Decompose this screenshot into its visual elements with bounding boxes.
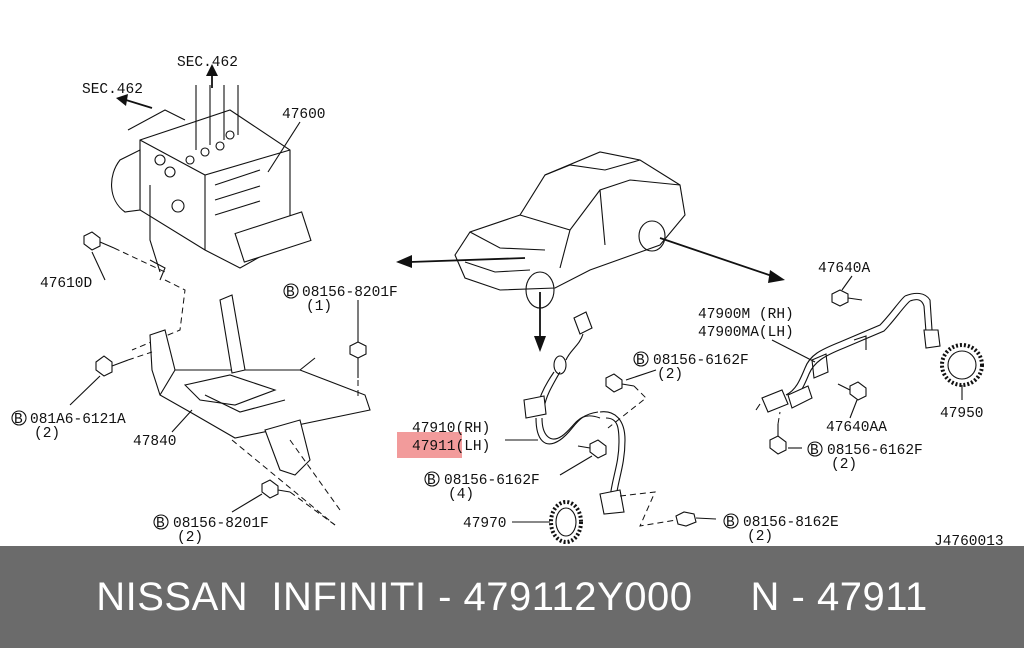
abs-actuator-47600 xyxy=(111,85,312,281)
bolt-47610d xyxy=(83,231,115,251)
bolt-08156-6162f-mid xyxy=(577,439,607,459)
label-bolt-8162e: 08156-8162E xyxy=(743,515,839,531)
part-number-footer: NISSAN INFINITI - 479112Y000 N - 47911 xyxy=(0,546,1024,648)
sec-arrow-left xyxy=(125,99,153,109)
part-number-text: NISSAN INFINITI - 479112Y000 N - 47911 xyxy=(96,574,928,619)
label-47970: 47970 xyxy=(463,516,507,532)
bolt-marker xyxy=(11,410,27,426)
label-sec462-left: SEC.462 xyxy=(82,82,143,98)
label-sec462-top: SEC.462 xyxy=(177,55,238,71)
vehicle-outline xyxy=(454,151,686,309)
label-47840: 47840 xyxy=(133,434,177,450)
svg-text:B: B xyxy=(636,353,645,369)
bolt-08156-6162f-mid-top xyxy=(605,373,635,393)
label-47600: 47600 xyxy=(282,107,326,123)
parts-diagram: SEC.462 SEC.462 47600 47610D 47840 B 081… xyxy=(11,55,1004,546)
bolt-marker xyxy=(283,283,299,299)
label-47610d: 47610D xyxy=(40,276,92,292)
label-bolt-6121a-qty: (2) xyxy=(34,426,60,442)
arrow-to-rear-sensor xyxy=(659,237,773,277)
label-47911: 47911(LH) xyxy=(412,439,490,455)
bracket-47840 xyxy=(149,294,371,476)
bolt-marker xyxy=(424,471,440,487)
label-bolt-8201f-bottom: 08156-8201F xyxy=(173,516,269,532)
svg-text:B: B xyxy=(427,473,436,489)
label-bolt-6162f-mid-top: 08156-6162F xyxy=(653,353,749,369)
bolt-marker xyxy=(153,514,169,530)
label-47950: 47950 xyxy=(940,406,984,422)
svg-text:B: B xyxy=(14,412,23,428)
front-wheel-sensor-harness xyxy=(523,311,626,515)
bolt-081a6-6121a xyxy=(95,355,129,377)
bolt-marker xyxy=(723,513,739,529)
bolt-08156-8201f-bottom xyxy=(261,479,291,499)
label-47910: 47910(RH) xyxy=(412,421,490,437)
label-bolt-8201f-top-qty: (1) xyxy=(306,299,332,315)
label-bolt-6162f-mid-qty: (4) xyxy=(448,487,474,503)
label-bolt-6162f-mid-top-qty: (2) xyxy=(657,367,683,383)
label-bolt-6162f-right: 08156-6162F xyxy=(827,443,923,459)
label-47900m: 47900M (RH) xyxy=(698,307,794,323)
label-bolt-6162f-right-qty: (2) xyxy=(831,457,857,473)
svg-text:B: B xyxy=(810,443,819,459)
svg-text:B: B xyxy=(156,516,165,532)
label-bolt-6121a: 081A6-6121A xyxy=(30,412,126,428)
highlight-47911 xyxy=(397,432,462,458)
label-47640a: 47640A xyxy=(818,261,871,277)
bolt-47640a xyxy=(831,289,863,307)
label-bolt-8201f-bottom-qty: (2) xyxy=(177,530,203,546)
diagram-code: J4760013 xyxy=(934,534,1004,546)
label-47900ma: 47900MA(LH) xyxy=(698,325,794,341)
rear-sensor-harness-47900m xyxy=(755,292,941,413)
bolt-08156-8162e xyxy=(675,511,717,527)
label-47640aa: 47640AA xyxy=(826,420,887,436)
arrow-to-actuator xyxy=(409,257,526,263)
svg-text:B: B xyxy=(726,515,735,531)
bolt-marker xyxy=(633,351,649,367)
bolt-marker xyxy=(807,441,823,457)
sensor-rotor-47950 xyxy=(940,343,984,387)
svg-text:B: B xyxy=(286,285,295,301)
bolt-08156-8201f-top xyxy=(349,341,367,378)
sensor-rotor-47970 xyxy=(549,500,583,544)
bolt-08156-6162f-right xyxy=(769,424,787,455)
label-bolt-6162f-mid: 08156-6162F xyxy=(444,473,540,489)
label-bolt-8201f-top: 08156-8201F xyxy=(302,285,398,301)
bolt-47640aa xyxy=(837,381,867,401)
label-bolt-8162e-qty: (2) xyxy=(747,529,773,545)
